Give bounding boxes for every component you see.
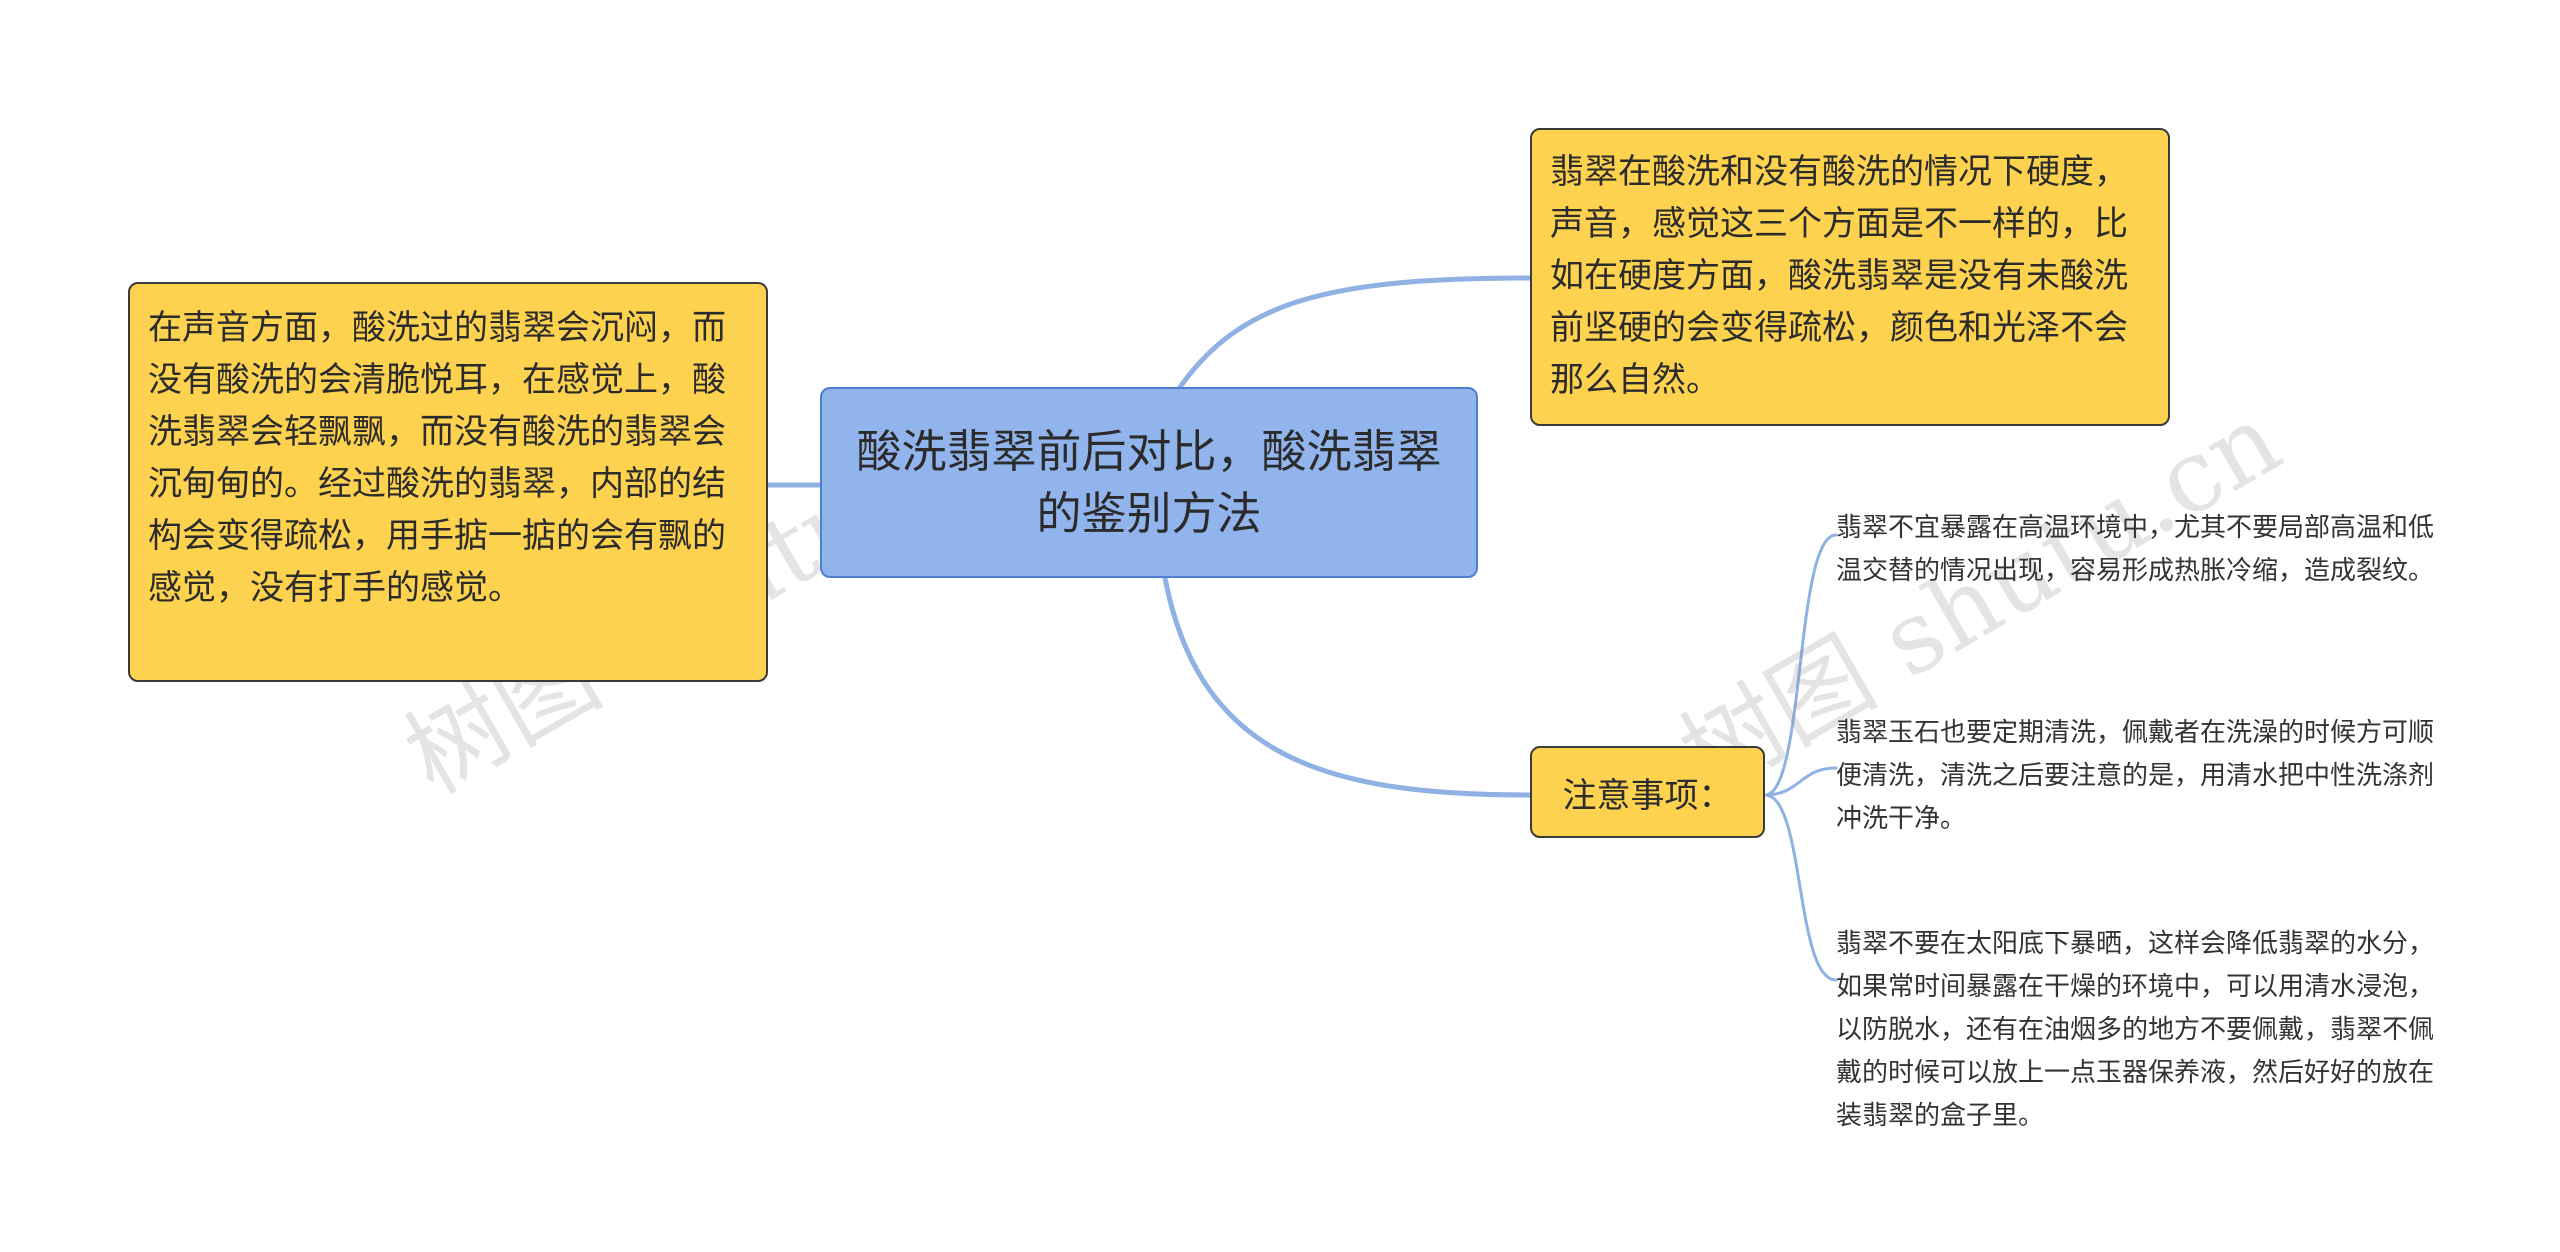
link-notes-item-3 bbox=[1763, 793, 1838, 982]
topic-hardness-text: 翡翠在酸洗和没有酸洗的情况下硬度，声音，感觉这三个方面是不一样的，比如在硬度方面… bbox=[1550, 152, 2128, 400]
topic-hardness[interactable]: 翡翠在酸洗和没有酸洗的情况下硬度，声音，感觉这三个方面是不一样的，比如在硬度方面… bbox=[1530, 128, 2170, 426]
central-topic[interactable]: 酸洗翡翠前后对比，酸洗翡翠的鉴别方法 bbox=[820, 387, 1478, 578]
topic-sound-feel[interactable]: 在声音方面，酸洗过的翡翠会沉闷，而没有酸洗的会清脆悦耳，在感觉上，酸洗翡翠会轻飘… bbox=[128, 282, 768, 682]
topic-notes-label: 注意事项： bbox=[1562, 775, 1733, 816]
note-item[interactable]: 翡翠不宜暴露在高温环境中，尤其不要局部高温和低温交替的情况出现，容易形成热胀冷缩… bbox=[1836, 513, 2435, 586]
topic-notes[interactable]: 注意事项： bbox=[1530, 746, 1765, 838]
topic-sound-feel-text: 在声音方面，酸洗过的翡翠会沉闷，而没有酸洗的会清脆悦耳，在感觉上，酸洗翡翠会轻飘… bbox=[148, 308, 726, 608]
central-topic-text: 酸洗翡翠前后对比，酸洗翡翠的鉴别方法 bbox=[856, 424, 1442, 540]
note-item[interactable]: 翡翠不要在太阳底下暴晒，这样会降低翡翠的水分，如果常时间暴露在干燥的环境中，可以… bbox=[1836, 929, 2435, 1131]
link-notes-item-2 bbox=[1763, 766, 1838, 797]
note-item[interactable]: 翡翠玉石也要定期清洗，佩戴者在洗澡的时候方可顺便清洗，清洗之后要注意的是，用清水… bbox=[1836, 718, 2435, 834]
link-notes-item-1 bbox=[1763, 533, 1838, 797]
link-central-right bbox=[1175, 275, 1533, 393]
link-central-notes bbox=[1162, 575, 1533, 798]
